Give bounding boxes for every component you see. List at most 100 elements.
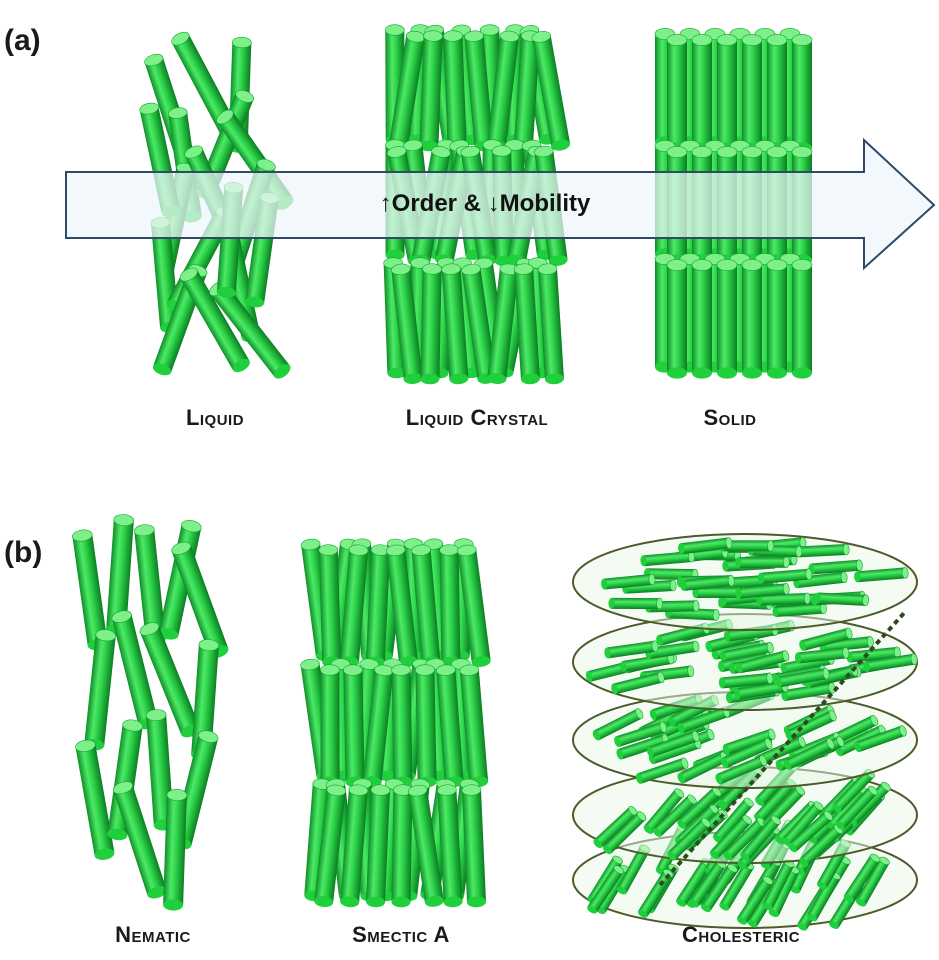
- solid-rod: [666, 34, 688, 154]
- panel-label-a: (a): [4, 24, 41, 57]
- cholesteric-rod: [680, 574, 735, 591]
- liquid-rod: [171, 31, 239, 138]
- smectic-a-rod: [320, 664, 340, 788]
- liquid-crystal-rod: [537, 263, 564, 385]
- smectic-a-rod: [343, 664, 365, 788]
- smectic-a-rod: [314, 784, 347, 908]
- smectic-a-rod: [439, 544, 461, 668]
- solid-rod: [691, 34, 713, 154]
- cholesteric-rod: [788, 810, 833, 853]
- cholesteric-rod: [637, 868, 674, 918]
- liquid-crystal-rod: [441, 263, 469, 385]
- liquid-rod: [179, 267, 250, 373]
- solid-rod: [766, 259, 788, 379]
- solid-rod: [716, 34, 738, 154]
- cholesteric-rod: [667, 817, 711, 861]
- liquid-crystal-rod: [419, 30, 443, 152]
- cholesteric-rod: [678, 537, 733, 555]
- cholesteric-rod: [847, 781, 891, 826]
- cholesteric-rod: [620, 652, 675, 672]
- cholesteric-stack: [572, 533, 918, 931]
- cholesteric-rod: [855, 856, 890, 907]
- cholesteric-rod: [854, 567, 909, 583]
- smectic-a-rod: [391, 664, 413, 788]
- cholesteric-rod: [640, 550, 695, 567]
- cholesteric-rod: [611, 671, 665, 695]
- solid-rod: [741, 34, 763, 154]
- cholesteric-rod: [756, 592, 811, 606]
- cholesteric-rod: [719, 641, 774, 663]
- cholesteric-rod: [587, 865, 624, 914]
- order-mobility-arrow: [65, 137, 936, 271]
- nematic-rod: [113, 781, 167, 899]
- cholesteric-rod: [736, 876, 774, 925]
- smectic-a-rod: [461, 784, 486, 908]
- cholesteric-rod: [775, 667, 830, 688]
- liquid-crystal-rod: [391, 263, 423, 385]
- cholesteric-rod: [799, 627, 853, 651]
- cholesteric-rod: [794, 647, 850, 664]
- smectic-a-rod: [415, 664, 437, 788]
- cholesteric-rod: [601, 573, 656, 590]
- label-smectic-a: Smectic A: [352, 922, 450, 947]
- cholesteric-rod: [740, 815, 781, 861]
- cholesteric-rod: [808, 559, 863, 575]
- cholesteric-rod: [722, 728, 776, 755]
- nematic-rod: [107, 719, 143, 841]
- smectic-a-rod: [318, 544, 342, 668]
- smectic-a-rod: [407, 784, 444, 907]
- liquid-crystal-rod: [531, 31, 571, 151]
- cholesteric-rod: [843, 853, 881, 903]
- solid-rod: [741, 259, 763, 379]
- cholesteric-rod: [635, 757, 689, 784]
- solid-rod: [766, 34, 788, 154]
- cholesteric-rod: [783, 738, 835, 770]
- cholesteric-rod: [735, 583, 790, 599]
- cholesteric-rod: [602, 811, 647, 855]
- smectic-a-rod: [459, 664, 489, 788]
- nematic-rod: [75, 739, 115, 860]
- cholesteric-rod: [835, 785, 878, 830]
- cholesteric-rod: [718, 672, 774, 689]
- label-liquid: Liquid: [185, 405, 245, 430]
- cholesteric-rod: [677, 786, 722, 829]
- cholesteric-rod: [854, 725, 907, 753]
- cholesteric-rod: [652, 794, 697, 838]
- cholesteric-rod: [646, 730, 700, 758]
- liquid-crystal-rod: [487, 263, 520, 385]
- cholesteric-rod: [712, 797, 754, 844]
- cholesteric-rod: [720, 738, 773, 769]
- smectic-a-rods: [300, 538, 491, 908]
- solid-rod: [691, 259, 713, 379]
- cholesteric-rod: [593, 806, 638, 849]
- solid-rod: [791, 259, 813, 379]
- smectic-a-rod: [437, 784, 463, 908]
- solid-rod: [666, 259, 688, 379]
- cholesteric-rod: [643, 788, 685, 834]
- cholesteric-rod: [863, 653, 918, 672]
- smectic-a-rod: [391, 784, 413, 908]
- cholesteric-rod: [616, 733, 670, 760]
- cholesteric-rod: [614, 721, 667, 747]
- cholesteric-rod: [592, 708, 644, 741]
- solid-rod: [716, 259, 738, 379]
- nematic-rod: [163, 789, 188, 911]
- cholesteric-rod: [768, 865, 800, 918]
- arrow-caption: ↑Order & ↓Mobility: [379, 190, 591, 217]
- smectic-a-rod: [457, 544, 491, 667]
- panel-label-b: (b): [4, 536, 43, 569]
- cholesteric-rod: [781, 682, 836, 702]
- nematic-rods: [72, 514, 229, 911]
- cholesteric-rod: [700, 863, 738, 913]
- cholesteric-rod: [814, 592, 870, 607]
- label-solid: Solid: [703, 405, 757, 430]
- cholesteric-rod: [715, 755, 768, 785]
- cholesteric-rod: [785, 710, 837, 741]
- cholesteric-rod: [735, 650, 790, 674]
- cholesteric-rod: [757, 568, 813, 584]
- cholesteric-rod: [709, 815, 753, 860]
- helix-axis-line: [658, 610, 907, 887]
- liquid-crystal-rod: [513, 263, 540, 385]
- cholesteric-rod: [735, 556, 790, 569]
